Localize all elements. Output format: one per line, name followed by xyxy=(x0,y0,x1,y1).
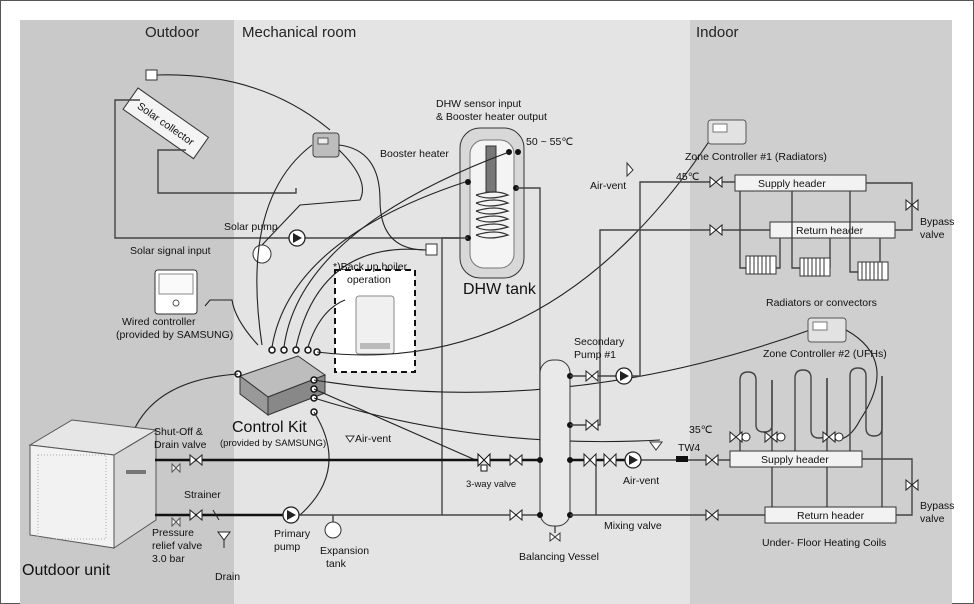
ufh-bypass-label-2: valve xyxy=(920,513,945,525)
tw4-sensor-icon xyxy=(676,456,688,462)
air-vent-label-1: Air-vent xyxy=(355,433,391,445)
tank-sensor-box xyxy=(425,243,438,256)
mixing-valve-icon xyxy=(583,452,597,468)
booster-heater-label: Booster heater xyxy=(380,148,449,160)
dhw-sensor-label-2: & Booster heater output xyxy=(436,111,547,123)
secondary-pump-label-2: Pump #1 xyxy=(574,349,616,361)
boiler-label-2: operation xyxy=(347,274,391,286)
three-way-valve-label: 3-way valve xyxy=(466,479,516,490)
dhw-tank xyxy=(459,127,525,279)
dhw-coil xyxy=(475,191,510,239)
radiator-return-header-label: Return header xyxy=(796,225,864,237)
radiators-group xyxy=(739,191,889,281)
primary-pump-label-2: pump xyxy=(274,541,300,553)
ufh-return-header-label: Return header xyxy=(797,510,865,522)
ufh-bypass-label-1: Bypass xyxy=(920,500,954,512)
mixing-valve-label: Mixing valve xyxy=(604,520,662,532)
dhw-temp-range: 50 ~ 55℃ xyxy=(526,136,573,148)
control-kit-label: Control Kit xyxy=(232,419,307,436)
outdoor-title: Outdoor xyxy=(145,24,199,41)
radiator-bypass-pipe xyxy=(866,182,913,231)
zone-2-wire xyxy=(834,329,878,441)
ufh-supply-header-label: Supply header xyxy=(761,454,829,466)
booster-heater-element xyxy=(485,145,497,193)
solar-pump-label: Solar pump xyxy=(224,221,278,233)
mechanical-room-zone xyxy=(234,20,690,604)
mechanical-room-title: Mechanical room xyxy=(242,24,356,41)
wired-controller-label-1: Wired controller xyxy=(122,316,196,328)
prv-label-1: Pressure xyxy=(152,527,194,539)
air-vent-icon-1 xyxy=(345,435,355,443)
outdoor-unit-icon xyxy=(28,419,158,549)
ufh-zone-valves xyxy=(729,430,844,444)
wired-controller-icon xyxy=(154,269,198,315)
drain-label: Drain xyxy=(215,571,240,583)
secondary-pump-label-1: Secondary xyxy=(574,336,625,348)
control-kit-icon xyxy=(238,355,327,416)
dhw-coil-return-pipe xyxy=(441,237,468,515)
solar-return-pipe xyxy=(157,149,297,194)
air-vent-icon-2 xyxy=(626,161,634,178)
radiator-bypass-label-1: Bypass xyxy=(920,216,954,228)
shutoff-label-1: Shut-Off & xyxy=(154,426,203,438)
radiator-bypass-label-2: valve xyxy=(920,229,945,241)
shutoff-valves xyxy=(171,453,203,528)
shutoff-label-2: Drain valve xyxy=(154,439,207,451)
radiator-bypass-valve-icon xyxy=(905,198,919,212)
solar-signal-sensor-icon xyxy=(252,244,272,264)
solar-signal-wire xyxy=(261,149,363,246)
air-vent-icon-3 xyxy=(649,441,663,451)
zone-controller-2-icon xyxy=(807,317,847,343)
pressure-relief-valve-icon xyxy=(212,509,231,548)
temp-35-label: 35℃ xyxy=(689,424,713,436)
three-way-valve-icon xyxy=(477,452,491,472)
expansion-tank-label-1: Expansion xyxy=(320,545,369,557)
indoor-title: Indoor xyxy=(696,24,739,41)
boiler-icon xyxy=(355,295,395,355)
return-valve-icon xyxy=(509,508,523,522)
radiator-supply-header-label: Supply header xyxy=(758,178,826,190)
prv-label-2: relief valve xyxy=(152,540,202,552)
boiler-label-1: *)Back up boiler xyxy=(333,261,408,273)
radiator-supply-pipe xyxy=(632,181,735,377)
zone-controller-1-icon xyxy=(707,119,747,145)
solar-supply-pipe xyxy=(114,99,289,239)
solar-controller xyxy=(312,132,340,158)
ufh-bypass-valve-icon xyxy=(905,478,919,492)
supply-valve-icon xyxy=(509,453,523,467)
strainer-label: Strainer xyxy=(184,489,221,501)
control-kit-sub-label: (provided by SAMSUNG) xyxy=(220,438,326,449)
ufh-caption: Under- Floor Heating Coils xyxy=(762,537,886,549)
prv-label-3: 3.0 bar xyxy=(152,553,185,565)
solar-signal-input-label: Solar signal input xyxy=(130,245,211,257)
primary-pump-label-1: Primary xyxy=(274,528,311,540)
wired-controller-label-2: (provided by SAMSUNG) xyxy=(116,329,233,341)
radiator-return-pipe xyxy=(570,229,770,426)
control-kit-terminals xyxy=(234,346,321,416)
tw4-label: TW4 xyxy=(678,442,700,454)
ufh-bypass-pipe xyxy=(862,458,913,516)
expansion-tank-label-2: tank xyxy=(326,558,347,570)
dhw-tank-label: DHW tank xyxy=(463,281,537,298)
zone-controller-1-label: Zone Controller #1 (Radiators) xyxy=(685,151,827,163)
outdoor-unit-label: Outdoor unit xyxy=(22,562,111,579)
dhw-sensor-label-1: DHW sensor input xyxy=(436,98,521,110)
air-vent-label-2: Air-vent xyxy=(590,180,626,192)
radiators-caption: Radiators or convectors xyxy=(766,297,877,309)
solar-controller-wire xyxy=(338,144,427,251)
solar-sensor-wire xyxy=(156,74,331,131)
zone-controller-2-label: Zone Controller #2 (UFHs) xyxy=(763,348,887,360)
balancing-vessel xyxy=(539,359,571,527)
expansion-tank-icon xyxy=(324,521,342,539)
air-vent-label-3: Air-vent xyxy=(623,475,659,487)
balancing-vessel-label: Balancing Vessel xyxy=(519,551,599,563)
temp-45-label: 45℃ xyxy=(676,171,700,183)
